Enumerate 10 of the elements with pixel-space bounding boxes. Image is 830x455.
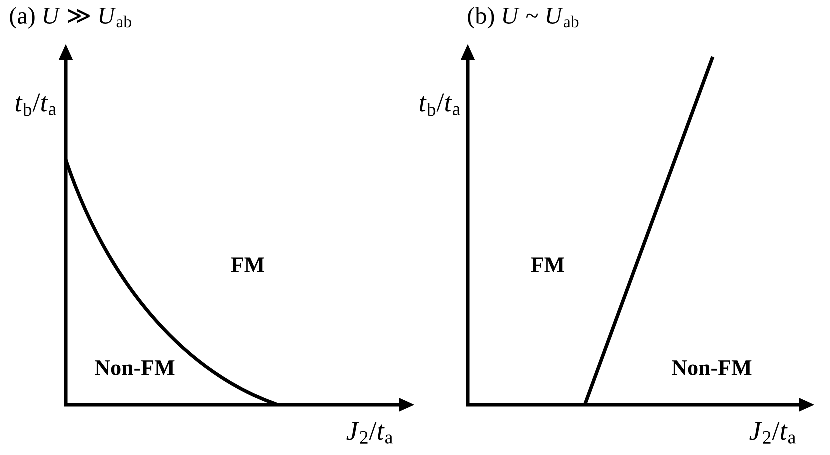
phase-label: Non-FM [672,360,752,376]
phase-label: FM [231,258,264,272]
phase-label: Non-FM [95,360,175,376]
axis-label: J$_{2}$/t$_{a}$ [750,422,796,444]
panel-title: (a) U ≫ U$_{ab}$ [10,7,132,29]
axis-label: t$_{b}$/t$_{a}$ [420,94,460,116]
phase-label: FM [531,258,564,272]
panel-title: (b) U ~ U$_{ab}$ [468,7,579,29]
axis-label: t$_{b}$/t$_{a}$ [16,94,56,116]
axis-label: J$_{2}$/t$_{a}$ [346,422,393,444]
